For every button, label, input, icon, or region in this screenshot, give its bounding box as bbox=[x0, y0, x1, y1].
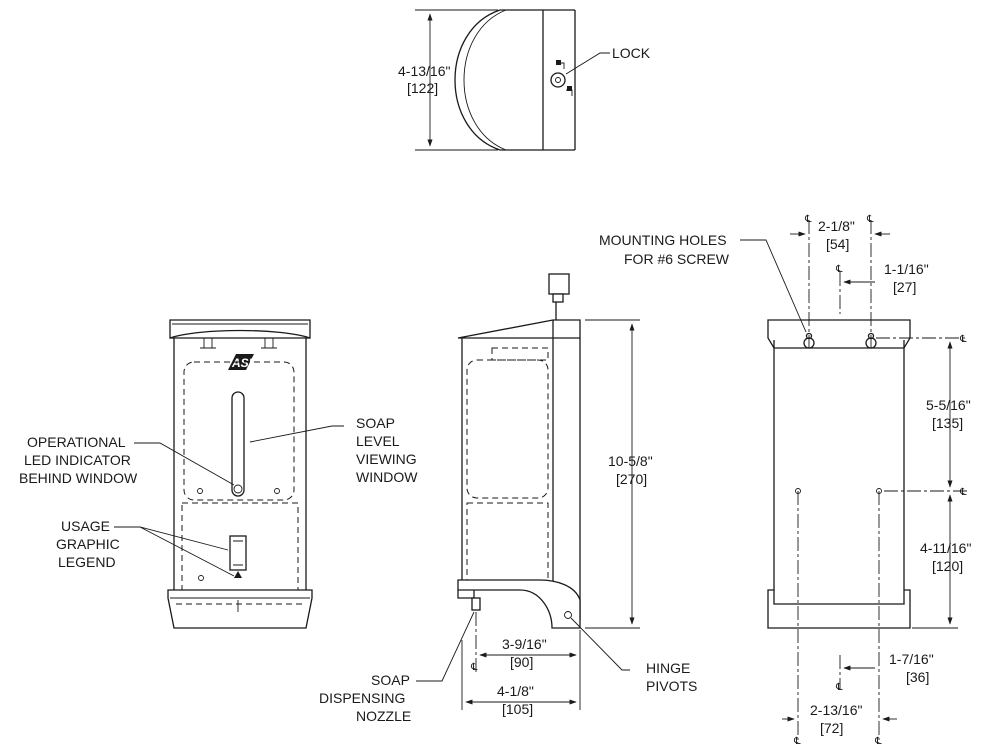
centerline-right-upper: ℄ bbox=[959, 334, 967, 345]
holes-center-dimension: 1-1/16" bbox=[884, 261, 929, 277]
mounting-holes-label-1: MOUNTING HOLES bbox=[599, 232, 727, 248]
lock-label: LOCK bbox=[612, 45, 651, 61]
height-metric: [270] bbox=[616, 471, 647, 487]
lower-center-metric: [36] bbox=[906, 669, 929, 685]
holes-spacing-metric: [54] bbox=[826, 236, 849, 252]
upper-vertical-metric: [135] bbox=[932, 415, 963, 431]
centerline-bottom-mid: ℄ bbox=[835, 682, 843, 693]
top-view: LOCK 4-13/16" [122] bbox=[398, 9, 651, 151]
nozzle-offset-dimension: 3-9/16" bbox=[502, 636, 547, 652]
nozzle-offset-metric: [90] bbox=[510, 654, 533, 670]
operational-label-2: LED INDICATOR bbox=[24, 452, 131, 468]
usage-label-3: LEGEND bbox=[58, 554, 116, 570]
asi-logo-text: ASI bbox=[231, 356, 253, 370]
top-depth-dimension: 4-13/16" bbox=[398, 63, 450, 79]
hinge-label-1: HINGE bbox=[646, 660, 690, 676]
centerline-top-right: ℄ bbox=[866, 214, 874, 225]
holes-center-metric: [27] bbox=[893, 279, 916, 295]
top-depth-metric: [122] bbox=[407, 80, 438, 96]
centerline-nozzle: ℄ bbox=[470, 662, 478, 673]
holes-spacing-dimension: 2-1/8" bbox=[818, 218, 855, 234]
soap-level-label-2: LEVEL bbox=[356, 433, 400, 449]
side-depth-dimension: 4-1/8" bbox=[497, 683, 534, 699]
lower-spacing-dimension: 2-13/16" bbox=[810, 702, 862, 718]
soap-level-label-3: VIEWING bbox=[356, 451, 417, 467]
centerline-top-mid: ℄ bbox=[835, 264, 843, 275]
operational-label-1: OPERATIONAL bbox=[27, 434, 126, 450]
lock-icon bbox=[550, 60, 573, 96]
nozzle-label-1: SOAP bbox=[371, 672, 410, 688]
centerline-right-lower: ℄ bbox=[959, 487, 967, 498]
centerline-bottom-right: ℄ bbox=[874, 736, 882, 747]
back-view: ℄ ℄ ℄ ℄ ℄ ℄ ℄ ℄ 2-1/8" [54] 1-1/16" [27]… bbox=[599, 214, 971, 747]
asi-logo: ASI bbox=[228, 354, 254, 370]
lower-spacing-metric: [72] bbox=[820, 720, 843, 736]
height-dimension: 10-5/8" bbox=[608, 453, 653, 469]
front-view: ASI SOAP LEVEL VIEWING WINDOW OPERATIONA… bbox=[19, 319, 418, 629]
upper-vertical-dimension: 5-5/16" bbox=[926, 397, 971, 413]
operational-label-3: BEHIND WINDOW bbox=[19, 470, 138, 486]
centerline-bottom-left: ℄ bbox=[793, 736, 801, 747]
usage-label-1: USAGE bbox=[61, 518, 110, 534]
centerline-top-left: ℄ bbox=[804, 214, 812, 225]
soap-level-label-4: WINDOW bbox=[356, 469, 418, 485]
mounting-holes-label-2: FOR #6 SCREW bbox=[624, 251, 730, 267]
hinge-label-2: PIVOTS bbox=[646, 678, 697, 694]
lower-vertical-dimension: 4-11/16" bbox=[920, 540, 971, 556]
lower-vertical-metric: [120] bbox=[932, 558, 963, 574]
side-view: 10-5/8" [270] ℄ 3-9/16" [90] 4-1/8" [105… bbox=[319, 273, 697, 724]
lower-center-dimension: 1-7/16" bbox=[889, 651, 934, 667]
nozzle-label-3: NOZZLE bbox=[356, 708, 411, 724]
usage-label-2: GRAPHIC bbox=[56, 536, 120, 552]
side-depth-metric: [105] bbox=[502, 701, 533, 717]
soap-level-label-1: SOAP bbox=[356, 415, 395, 431]
nozzle-label-2: DISPENSING bbox=[319, 690, 405, 706]
